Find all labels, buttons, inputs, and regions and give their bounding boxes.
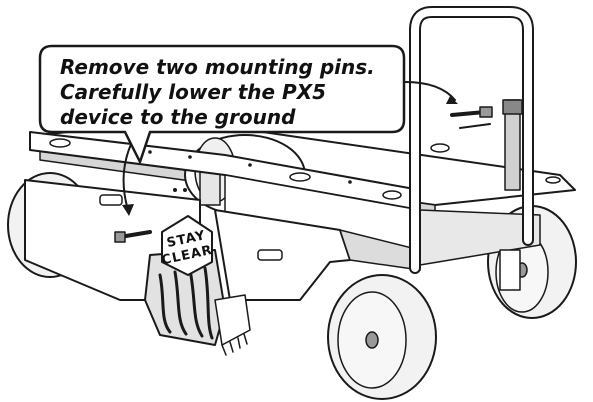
callout-line-3: device to the ground [60, 105, 296, 129]
right-side-panel [214, 209, 421, 301]
mounting-pin-right [450, 106, 493, 129]
front-left-wheel [327, 274, 437, 400]
arrow-to-right-pin [404, 81, 458, 104]
instruction-callout: Remove two mounting pins. Carefully lowe… [38, 44, 406, 164]
callout-line-1: Remove two mounting pins. [60, 55, 375, 79]
push-handle [409, 6, 534, 291]
callout-line-2: Carefully lower the PX5 [60, 80, 326, 104]
mounting-pin-left [114, 230, 152, 243]
px5-device [144, 249, 251, 356]
stay-clear-sign: STAY CLEAR [160, 215, 214, 276]
